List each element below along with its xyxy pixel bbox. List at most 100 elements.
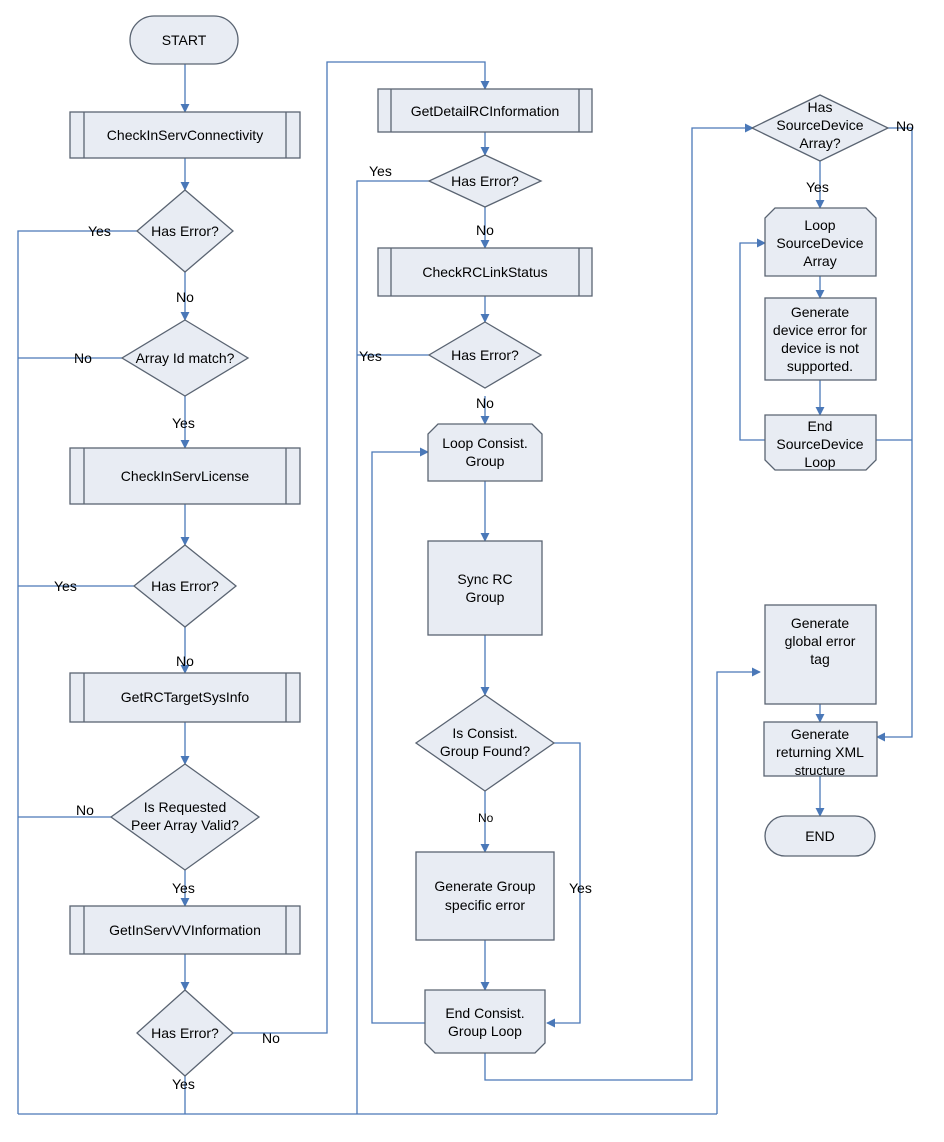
svg-text:Has Error?: Has Error? xyxy=(451,347,519,363)
svg-text:Group: Group xyxy=(466,589,505,605)
get-detail-rc-information-process: GetDetailRCInformation xyxy=(377,88,593,133)
connector xyxy=(356,180,430,1114)
svg-text:GetInServVVInformation: GetInServVVInformation xyxy=(109,922,261,938)
svg-text:specific error: specific error xyxy=(445,897,525,913)
svg-text:END: END xyxy=(805,828,835,844)
svg-text:Generate Group: Generate Group xyxy=(434,878,535,894)
svg-text:Group Loop: Group Loop xyxy=(448,1023,522,1039)
svg-text:CheckRCLinkStatus: CheckRCLinkStatus xyxy=(422,264,547,280)
yes-label: Yes xyxy=(172,1076,195,1092)
svg-text:Array?: Array? xyxy=(799,135,840,151)
svg-text:CheckInServConnectivity: CheckInServConnectivity xyxy=(107,127,263,143)
group-found-decision: Is Consist. Group Found? xyxy=(414,694,556,792)
connector xyxy=(546,742,581,1028)
svg-text:Peer Array Valid?: Peer Array Valid? xyxy=(131,817,239,833)
svg-text:device is not: device is not xyxy=(781,340,859,356)
svg-text:Has Error?: Has Error? xyxy=(451,173,519,189)
has-error-decision: Has Error? xyxy=(135,189,235,273)
has-error-decision: Has Error? xyxy=(427,154,543,208)
no-label: No xyxy=(176,653,194,669)
yes-label: Yes xyxy=(172,415,195,431)
connector xyxy=(17,230,137,1114)
array-id-match-decision: Array Id match? xyxy=(120,319,250,397)
svg-text:Has Error?: Has Error? xyxy=(151,578,219,594)
no-label: No xyxy=(478,811,494,825)
has-error-decision: Has Error? xyxy=(427,321,543,389)
svg-text:GetDetailRCInformation: GetDetailRCInformation xyxy=(411,103,560,119)
end-terminator: END xyxy=(764,815,876,857)
svg-text:tag: tag xyxy=(810,651,829,667)
svg-text:Is Requested: Is Requested xyxy=(144,799,227,815)
yes-label: Yes xyxy=(172,880,195,896)
yes-label: Yes xyxy=(359,348,382,364)
yes-label: Yes xyxy=(806,179,829,195)
generate-xml-process: Generate returning XML structure xyxy=(763,721,878,778)
yes-label: Yes xyxy=(88,223,111,239)
connector xyxy=(371,447,429,1024)
peer-array-valid-decision: Is Requested Peer Array Valid? xyxy=(109,763,261,871)
svg-text:Generate: Generate xyxy=(791,615,850,631)
svg-text:global error: global error xyxy=(785,633,856,649)
connector xyxy=(233,61,490,1034)
svg-text:End Consist.: End Consist. xyxy=(445,1005,524,1021)
yes-label: Yes xyxy=(369,163,392,179)
no-label: No xyxy=(896,118,914,134)
generate-device-error-process: Generate device error for device is not … xyxy=(764,297,877,381)
svg-text:Loop: Loop xyxy=(804,217,835,233)
branch-labels: Yes No No Yes Yes No No Yes No Yes Yes N… xyxy=(54,118,914,1092)
svg-text:SourceDevice: SourceDevice xyxy=(776,117,863,133)
connector xyxy=(484,123,754,1081)
svg-text:Array Id match?: Array Id match? xyxy=(136,350,235,366)
svg-text:Group Found?: Group Found? xyxy=(440,743,530,759)
svg-text:Loop Consist.: Loop Consist. xyxy=(442,435,528,451)
connector xyxy=(876,127,913,742)
svg-text:Sync RC: Sync RC xyxy=(457,571,512,587)
check-inserv-license-process: CheckInServLicense xyxy=(69,447,301,505)
svg-text:Has: Has xyxy=(808,99,833,115)
no-label: No xyxy=(76,802,94,818)
svg-text:CheckInServLicense: CheckInServLicense xyxy=(121,468,250,484)
svg-text:returning XML: returning XML xyxy=(776,744,864,760)
has-error-decision: Has Error? xyxy=(132,544,238,628)
svg-text:Is Consist.: Is Consist. xyxy=(452,725,517,741)
svg-text:device error for: device error for xyxy=(773,322,867,338)
check-rc-link-status-process: CheckRCLinkStatus xyxy=(377,247,593,297)
svg-text:structure: structure xyxy=(795,763,846,778)
connectors xyxy=(17,61,913,1115)
svg-text:Array: Array xyxy=(803,253,836,269)
svg-text:SourceDevice: SourceDevice xyxy=(776,436,863,452)
loop-consist-group: Loop Consist. Group xyxy=(427,423,543,482)
yes-label: Yes xyxy=(569,880,592,896)
get-inserv-vv-information-process: GetInServVVInformation xyxy=(69,905,301,955)
end-source-device-loop: End SourceDevice Loop xyxy=(764,414,877,471)
svg-text:START: START xyxy=(162,32,207,48)
get-rc-target-sys-info-process: GetRCTargetSysInfo xyxy=(69,672,301,723)
svg-text:supported.: supported. xyxy=(787,358,853,374)
svg-text:Generate: Generate xyxy=(791,726,850,742)
loop-source-device-array: Loop SourceDevice Array xyxy=(764,207,877,277)
connector xyxy=(739,238,766,441)
svg-text:SourceDevice: SourceDevice xyxy=(776,235,863,251)
end-consist-group-loop: End Consist. Group Loop xyxy=(424,989,546,1054)
svg-text:GetRCTargetSysInfo: GetRCTargetSysInfo xyxy=(121,689,250,705)
svg-text:Has Error?: Has Error? xyxy=(151,1025,219,1041)
no-label: No xyxy=(176,289,194,305)
no-label: No xyxy=(476,222,494,238)
svg-text:Group: Group xyxy=(466,453,505,469)
start-terminator: START xyxy=(129,15,239,65)
generate-group-error-process: Generate Group specific error xyxy=(415,851,555,941)
generate-global-error-process: Generate global error tag xyxy=(764,604,877,705)
check-inserv-connectivity-process: CheckInServConnectivity xyxy=(69,111,301,159)
svg-text:Loop: Loop xyxy=(804,454,835,470)
svg-text:Generate: Generate xyxy=(791,304,850,320)
svg-text:Has Error?: Has Error? xyxy=(151,223,219,239)
nodes: START CheckInServConnectivity Has Error?… xyxy=(69,15,890,1077)
no-label: No xyxy=(74,350,92,366)
has-error-decision: Has Error? xyxy=(136,989,234,1077)
no-label: No xyxy=(476,395,494,411)
yes-label: Yes xyxy=(54,578,77,594)
connector xyxy=(716,667,761,1114)
svg-text:End: End xyxy=(808,418,833,434)
no-label: No xyxy=(262,1030,280,1046)
